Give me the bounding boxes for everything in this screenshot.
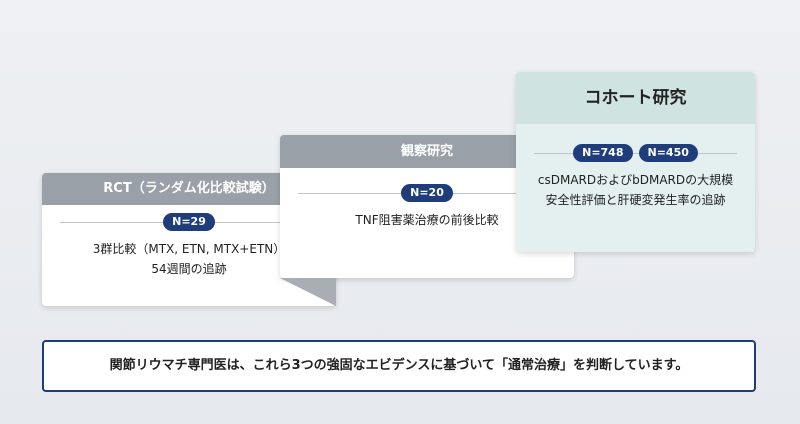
card-text: csDMARDおよびbDMARDの大規模 [537,173,734,187]
sample-size-badge: N=29 [163,213,215,231]
card-title: コホート研究 [516,72,755,124]
conclusion-note: 関節リウマチ専門医は、これら3つの強固なエビデンスに基づいて「通常治療」を判断し… [42,340,756,392]
card-text: 安全性評価と肝硬変発生率の追跡 [545,193,726,207]
sample-size-badge: N=450 [638,144,698,162]
card-text: 54週間の追跡 [151,262,227,276]
card-text: TNF阻害薬治療の前後比較 [355,213,499,227]
card-text: 3群比較（MTX, ETN, MTX+ETN） [92,242,286,256]
card-cohort: コホート研究 N=748 N=450 csDMARDおよびbDMARDの大規模安全… [516,72,755,252]
sample-size-badge: N=748 [573,144,633,162]
sample-size-badge: N=20 [401,184,453,202]
